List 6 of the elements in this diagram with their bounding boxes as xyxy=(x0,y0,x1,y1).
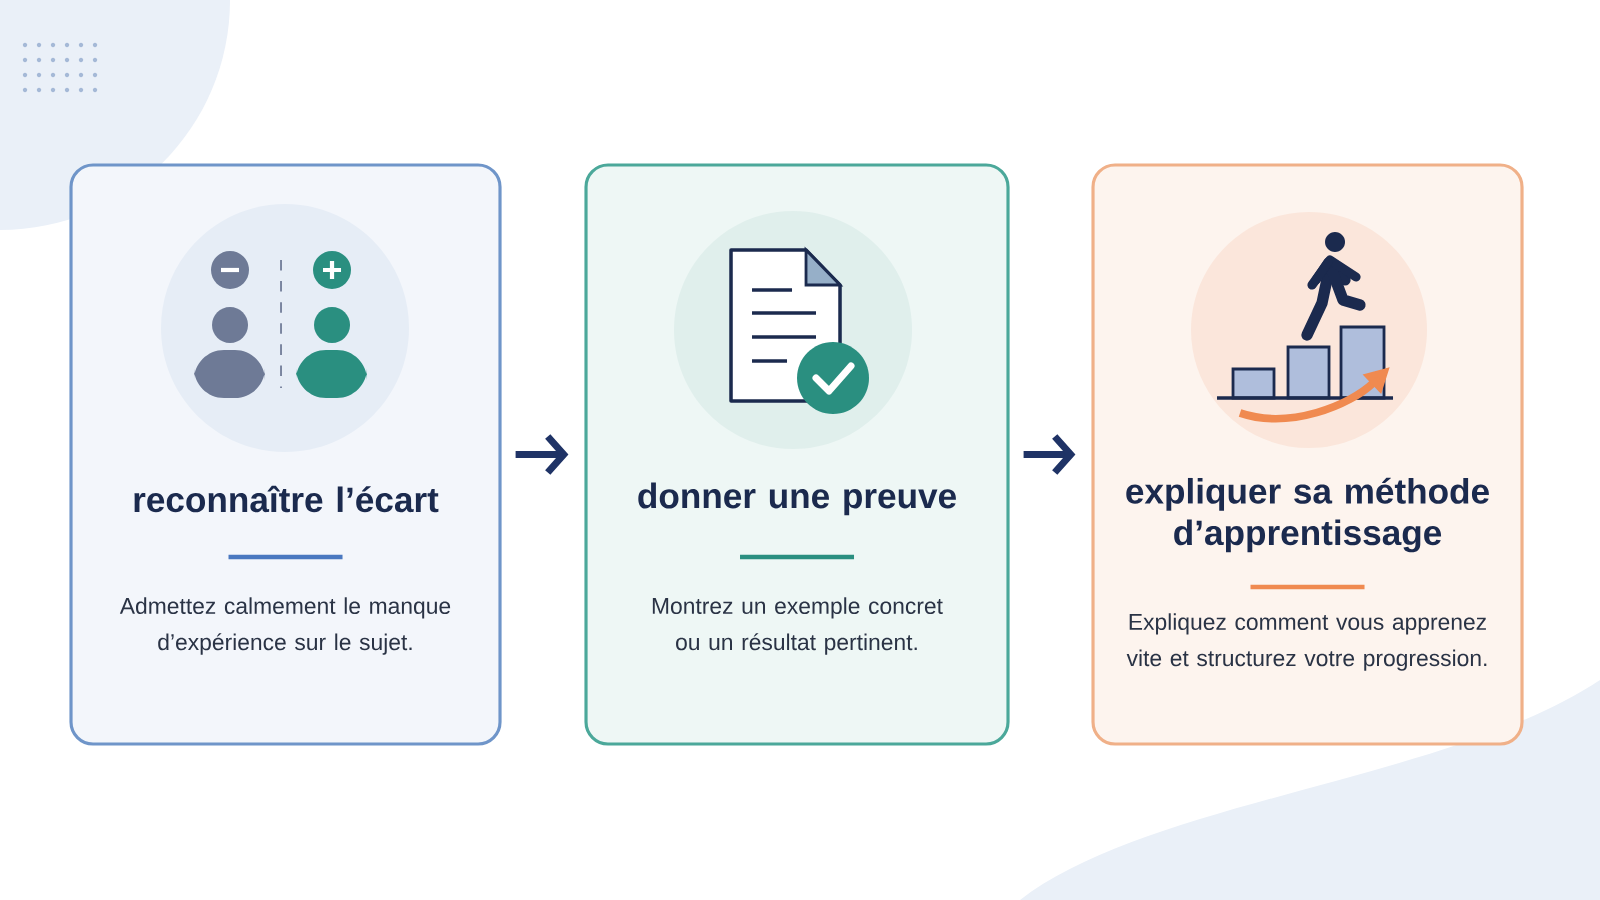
card-description: Expliquez comment vous apprenez vite et structurez votre progression. xyxy=(1126,613,1487,671)
card-description: Montrez un exemple concret ou un résultat pertinent. xyxy=(652,597,943,655)
card-title: reconnaître l’écart xyxy=(134,485,439,513)
card-description: Admettez calmement le manque d’expérience sur le sujet. xyxy=(119,597,451,655)
card-title: donner une preuve xyxy=(638,482,956,516)
card-title: expliquer sa méthode d’apprentissage xyxy=(1126,477,1489,553)
